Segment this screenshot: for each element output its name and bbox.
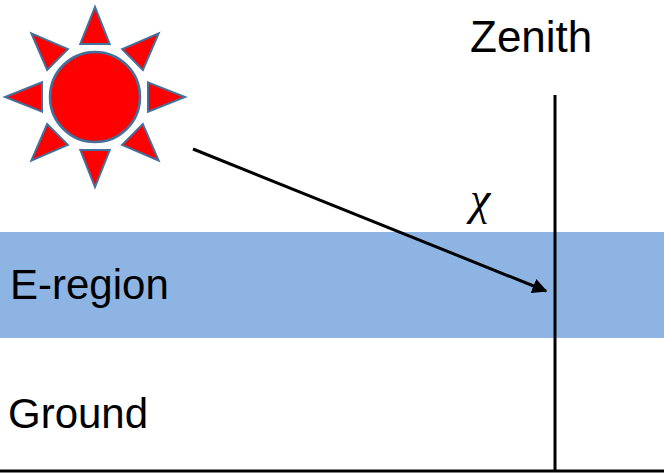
sun-symbol <box>5 7 185 187</box>
band-layer <box>0 232 664 338</box>
ground-label: Ground <box>8 390 148 438</box>
region-band: E-region <box>0 232 664 338</box>
ground-line <box>0 470 664 473</box>
angle-symbol: χ <box>470 172 490 225</box>
zenith-line <box>554 95 557 472</box>
region-name: E-region <box>10 261 664 309</box>
sun-ray-arrow <box>193 149 546 291</box>
sun-ray <box>5 82 42 111</box>
sun-ray <box>80 150 109 187</box>
sun-ray <box>80 7 109 44</box>
sun-disc <box>50 52 140 142</box>
band-fill <box>0 232 664 338</box>
zenith-label: Zenith <box>470 12 592 62</box>
sun-ray <box>148 82 185 111</box>
